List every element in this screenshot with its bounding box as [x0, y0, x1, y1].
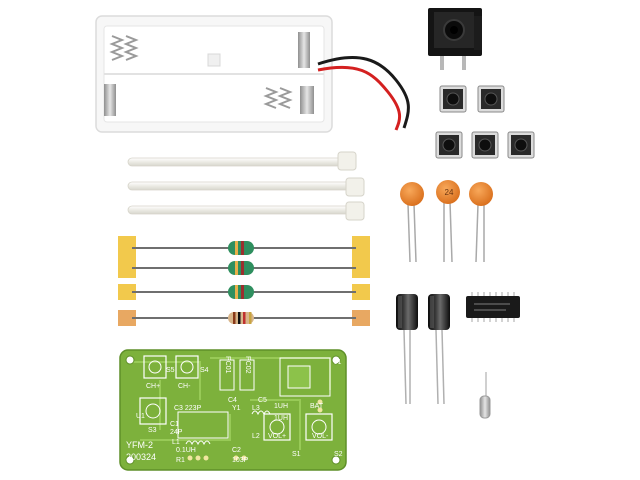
tactile-button [439, 85, 467, 113]
silk-ch-minus: CH- [178, 383, 191, 390]
silk-s4: S4 [200, 367, 209, 374]
tactile-buttons [435, 85, 535, 159]
ceramic-capacitors: 24 [400, 180, 493, 263]
inductor [118, 236, 370, 278]
switch-footprint [305, 413, 333, 441]
battery-wires [317, 56, 410, 131]
ceramic-capacitor: 24 [436, 180, 460, 263]
silk-pc01: PC01 [224, 356, 231, 374]
inductor [132, 261, 356, 275]
silk-s5: S5 [166, 367, 175, 374]
resistor [118, 310, 370, 326]
silk-c4: C4 [228, 397, 237, 404]
ceramic-capacitor [400, 182, 424, 263]
silk-y1: Y1 [232, 405, 241, 412]
switch-footprint [175, 355, 199, 379]
silk-bat: BAT [310, 403, 324, 410]
silk-l1-val: 0.1UH [176, 447, 196, 454]
switch-footprint [143, 355, 167, 379]
silk-c2: C2 [232, 447, 241, 454]
switch-footprint [139, 397, 167, 425]
tactile-button [507, 131, 535, 159]
silk-l1: L1 [172, 439, 180, 446]
pcb-date: 200324 [126, 452, 156, 462]
capacitor-mark: 24 [445, 188, 454, 197]
axial-components [118, 236, 370, 326]
electrolytic-capacitor [396, 294, 418, 405]
silk-c5: C5 [258, 397, 267, 404]
silk-vol-plus: VOL+ [268, 433, 286, 440]
tactile-button [471, 131, 499, 159]
silk-s3: S3 [148, 427, 157, 434]
silk-c1-val: 24P [170, 429, 183, 436]
cable-tie [127, 201, 365, 221]
silk-c1: C1 [170, 421, 179, 428]
pcb-board: S5 S4 CH+ CH- C4 C5 J1 C3 223P Y1 L3 1UH… [119, 349, 347, 471]
crystal [479, 372, 491, 419]
ic-chip [466, 292, 520, 322]
silk-l3-val: 1UH [274, 403, 288, 410]
silk-r1: R1 [176, 457, 185, 464]
switch-footprint [263, 413, 291, 441]
tactile-button [477, 85, 505, 113]
cable-ties [127, 151, 365, 221]
tactile-button [435, 131, 463, 159]
silk-pc02: PC02 [244, 356, 251, 374]
silk-j1: J1 [334, 359, 342, 366]
silk-u1: U1 [136, 413, 145, 420]
electrolytic-capacitor [428, 294, 450, 405]
silk-s2: S2 [334, 451, 343, 458]
electrolytic-capacitors [396, 294, 450, 405]
silk-s1: S1 [292, 451, 301, 458]
battery-holder [95, 15, 333, 133]
audio-jack [428, 8, 482, 70]
silk-c3: C3 223P [174, 405, 202, 412]
silk-ch-plus: CH+ [146, 383, 160, 390]
silk-l2: L2 [252, 433, 260, 440]
cable-tie [127, 177, 365, 197]
cable-tie [127, 151, 357, 171]
silk-l2-val: 1UH [274, 415, 288, 422]
pcb-model: YFM-2 [126, 440, 153, 450]
ceramic-capacitor [469, 182, 493, 263]
battery-spring [109, 35, 293, 109]
silk-l3: L3 [252, 405, 260, 412]
silk-vol-minus: VOL- [312, 433, 329, 440]
silk-c2-val: 103P [232, 457, 249, 464]
inductor [118, 284, 370, 300]
